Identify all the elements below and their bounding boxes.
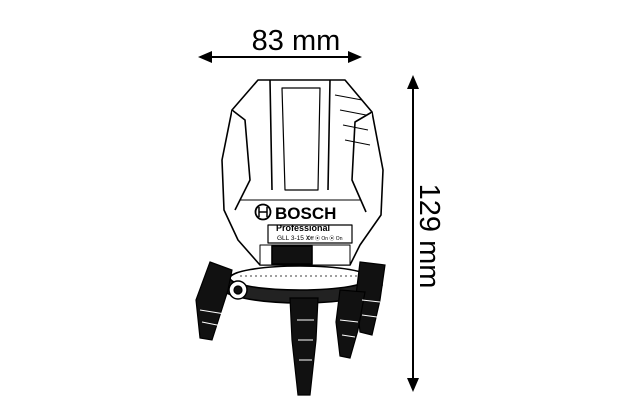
height-dimension-arrow [407, 75, 419, 392]
switch-label: Off ⦿ On ⦿ On [307, 236, 343, 242]
brand-name: BOSCH [275, 204, 336, 223]
tripod-legs [195, 261, 386, 396]
height-label: 129 mm [413, 184, 445, 289]
bosch-logo: BOSCH [254, 203, 336, 223]
width-dimension-arrow [198, 51, 362, 63]
width-label: 83 mm [252, 25, 341, 57]
model-name: GLL 3-15 X [277, 235, 311, 242]
product-line: Professional [276, 223, 330, 233]
